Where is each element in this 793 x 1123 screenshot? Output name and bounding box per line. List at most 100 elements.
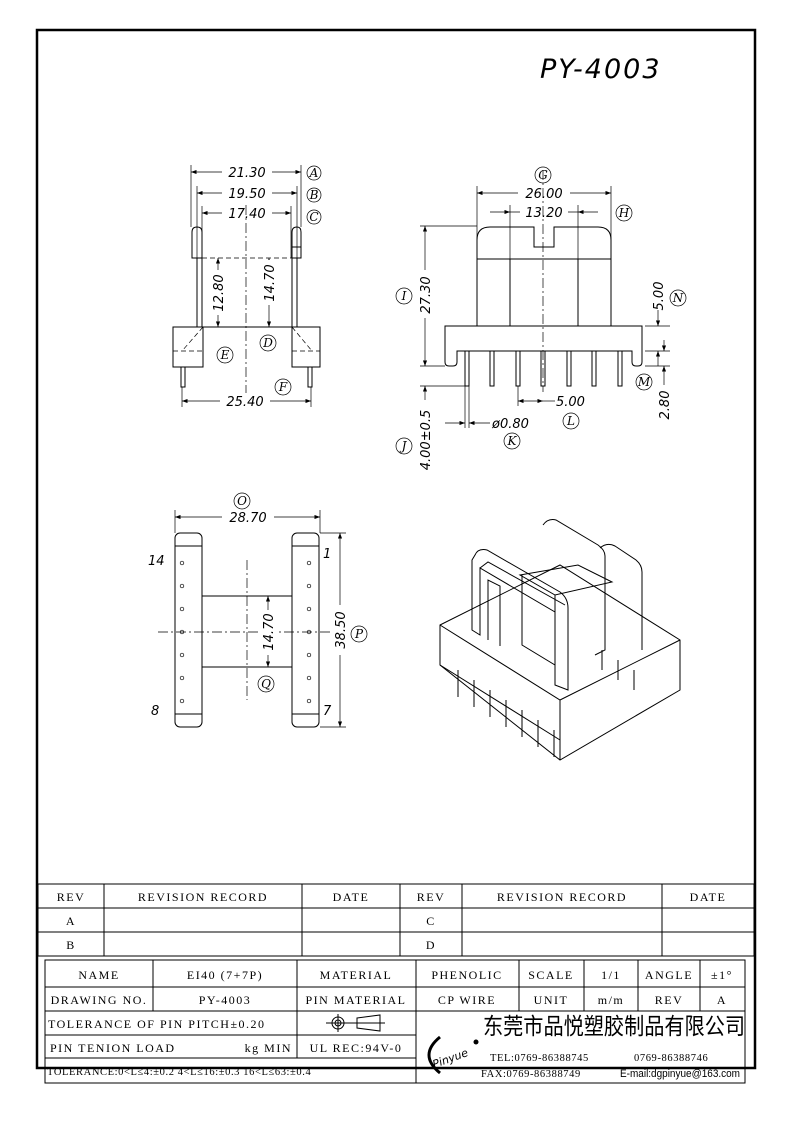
- company-name: 东莞市品悦塑胶制品有限公司: [483, 1014, 745, 1040]
- dim-j: 4.00±0.5: [419, 410, 434, 471]
- label-h: H: [615, 204, 633, 222]
- revision-table: REV REVISION RECORD DATE REV REVISION RE…: [37, 883, 755, 957]
- side-view: 26.00 13.20 27.30 4.00±0.5 ø0.80: [395, 166, 687, 471]
- angle-label: ANGLE: [645, 968, 693, 982]
- pin-8-label: 8: [151, 704, 159, 719]
- svg-text:A: A: [309, 166, 319, 180]
- label-i: I: [395, 287, 413, 305]
- label-b: B: [306, 187, 322, 203]
- svg-text:G: G: [538, 168, 548, 182]
- angle-value: ±1°: [711, 968, 733, 982]
- label-q: Q: [257, 675, 275, 693]
- tolerance: TOLERANCE:0<L≤4:±0.2 4<L≤16:±0.3 16<L≤63…: [47, 1067, 311, 1078]
- label-n: N: [669, 289, 687, 307]
- label-f: F: [274, 378, 292, 396]
- rev-header-2: REV: [417, 890, 446, 904]
- dim-p: 38.50: [334, 611, 349, 648]
- pin-hole: [179, 583, 185, 589]
- pin-hole: [306, 652, 312, 658]
- svg-text:M: M: [637, 375, 651, 389]
- side-pins: [464, 350, 623, 387]
- svg-text:C: C: [309, 210, 318, 224]
- label-k: K: [503, 432, 521, 450]
- isometric-pins: [457, 650, 635, 757]
- dim-a: 21.30: [228, 166, 265, 181]
- label-c: C: [306, 209, 322, 225]
- pin-hole: [306, 698, 312, 704]
- title-block: NAME EI40 (7+7P) MATERIAL PHENOLIC SCALE…: [44, 959, 746, 1084]
- pin-hole: [306, 675, 312, 681]
- tel: TEL:0769-86388745: [490, 1053, 589, 1064]
- dim-o: 28.70: [229, 511, 266, 526]
- svg-text:K: K: [507, 434, 518, 448]
- pin-14-label: 14: [148, 554, 165, 569]
- label-j: J: [395, 437, 413, 455]
- date-header-2: DATE: [690, 890, 727, 904]
- label-p: P: [350, 625, 368, 643]
- drawing-border: [35, 28, 757, 1070]
- svg-text:P: P: [354, 627, 364, 641]
- pin-1-label: 1: [323, 547, 331, 562]
- name-value: EI40 (7+7P): [187, 968, 263, 982]
- bottom-view: 28.70 14.70 38.50 14 8 1 7 O P Q: [148, 492, 368, 728]
- revision-record-header-2: REVISION RECORD: [497, 890, 627, 904]
- pin-hole: [306, 606, 312, 612]
- rev-c: C: [426, 914, 436, 928]
- dim-g: 26.00: [525, 187, 562, 202]
- rev-b: B: [66, 938, 76, 952]
- svg-text:B: B: [309, 188, 319, 202]
- pin-hole: [179, 698, 185, 704]
- isometric-view: [439, 519, 681, 761]
- pin-tension-unit: kg MIN: [245, 1041, 292, 1055]
- dim-k: ø0.80: [491, 417, 529, 432]
- dim-d: 14.70: [263, 264, 278, 301]
- svg-text:I: I: [401, 289, 407, 303]
- dim-l: 5.00: [556, 395, 585, 410]
- pin-hole: [179, 652, 185, 658]
- dim-e: 12.80: [212, 274, 227, 311]
- dim-i: 27.30: [419, 276, 434, 313]
- pin-hole: [179, 560, 185, 566]
- dim-q: 14.70: [262, 613, 277, 650]
- pin-hole: [306, 583, 312, 589]
- label-m: M: [635, 373, 653, 391]
- pin-hole: [179, 675, 185, 681]
- dim-n: 5.00: [652, 282, 667, 311]
- pin-tension-label: PIN TENION LOAD: [50, 1041, 176, 1055]
- svg-text:J: J: [399, 439, 408, 453]
- pin-material-value: CP WIRE: [438, 993, 496, 1007]
- label-o: O: [233, 492, 251, 510]
- projection-symbol-icon: [326, 1014, 385, 1032]
- rev-label: REV: [655, 993, 684, 1007]
- rev-value: A: [717, 993, 727, 1007]
- svg-text:Q: Q: [261, 677, 271, 691]
- svg-text:D: D: [262, 336, 273, 350]
- material-label: MATERIAL: [320, 968, 393, 982]
- pin-hole: [306, 560, 312, 566]
- unit-label: UNIT: [534, 993, 569, 1007]
- front-view: 21.30 19.50 17.40 12.80 14.70 25.40 A B …: [172, 162, 322, 410]
- label-l: L: [562, 412, 580, 430]
- date-header-1: DATE: [333, 890, 370, 904]
- unit-value: m/m: [598, 993, 625, 1007]
- scale-value: 1/1: [601, 968, 621, 982]
- svg-text:N: N: [672, 291, 684, 305]
- pin-hole: [179, 606, 185, 612]
- dim-h: 13.20: [525, 206, 562, 221]
- email: E-mail:dgpinyue@163.com: [620, 1068, 740, 1080]
- rev-a: A: [66, 914, 76, 928]
- ul-rec: UL REC:94V-0: [310, 1041, 403, 1055]
- scale-label: SCALE: [528, 968, 574, 982]
- revision-record-header-1: REVISION RECORD: [138, 890, 268, 904]
- svg-text:O: O: [237, 494, 247, 508]
- label-d: D: [259, 334, 277, 352]
- name-label: NAME: [78, 968, 119, 982]
- svg-text:L: L: [566, 414, 575, 428]
- pin-7-label: 7: [323, 704, 332, 719]
- drawing-title: PY-4003: [540, 54, 662, 85]
- pin-pitch-tolerance: TOLERANCE OF PIN PITCH±0.20: [48, 1017, 266, 1031]
- dim-b: 19.50: [228, 187, 265, 202]
- material-value: PHENOLIC: [431, 968, 502, 982]
- label-a: A: [306, 165, 322, 181]
- svg-text:F: F: [278, 380, 288, 394]
